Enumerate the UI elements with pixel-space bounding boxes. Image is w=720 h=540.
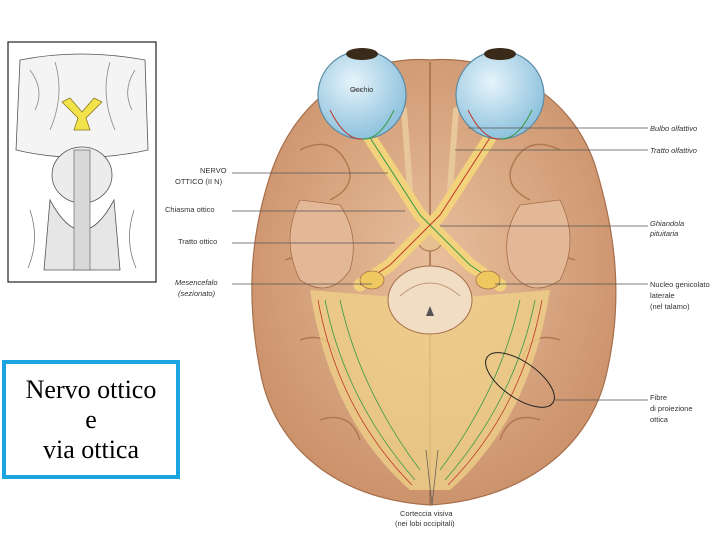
title-line-1: Nervo ottico [26, 375, 157, 405]
label-nucleo-1: Nucleo genicolato [650, 280, 710, 289]
label-corteccia-1: Corteccia visiva [400, 509, 453, 518]
label-fibre-2: di proiezione [650, 404, 693, 413]
label-mesencefalo-2: (sezionato) [178, 289, 216, 298]
midbrain-section [388, 266, 472, 334]
label-occhio: Occhio [350, 85, 373, 94]
label-nucleo-2: laterale [650, 291, 675, 300]
title-box: Nervo ottico e via ottica [2, 360, 180, 479]
label-nervo-ottico-2: OTTICO (II N) [175, 177, 223, 186]
inset-brain-sketch [8, 42, 156, 282]
title-line-2: e [85, 405, 97, 435]
label-bulbo-olfattivo: Bulbo olfattivo [650, 124, 697, 133]
label-chiasma-ottico: Chiasma ottico [165, 205, 215, 214]
label-mesencefalo-1: Mesencefalo [175, 278, 218, 287]
label-tratto-ottico: Tratto ottico [178, 237, 217, 246]
label-nucleo-3: (nel talamo) [650, 302, 690, 311]
title-line-3: via ottica [43, 435, 139, 465]
label-nervo-ottico-1: NERVO [200, 166, 227, 175]
label-ghiandola-1: Ghiandola [650, 219, 684, 228]
label-fibre-1: Fibre [650, 393, 667, 402]
label-tratto-olfattivo: Tratto olfattivo [650, 146, 697, 155]
label-fibre-3: ottica [650, 415, 669, 424]
label-corteccia-2: (nei lobi occipitali) [395, 519, 455, 528]
label-ghiandola-2: pituitaria [649, 229, 678, 238]
